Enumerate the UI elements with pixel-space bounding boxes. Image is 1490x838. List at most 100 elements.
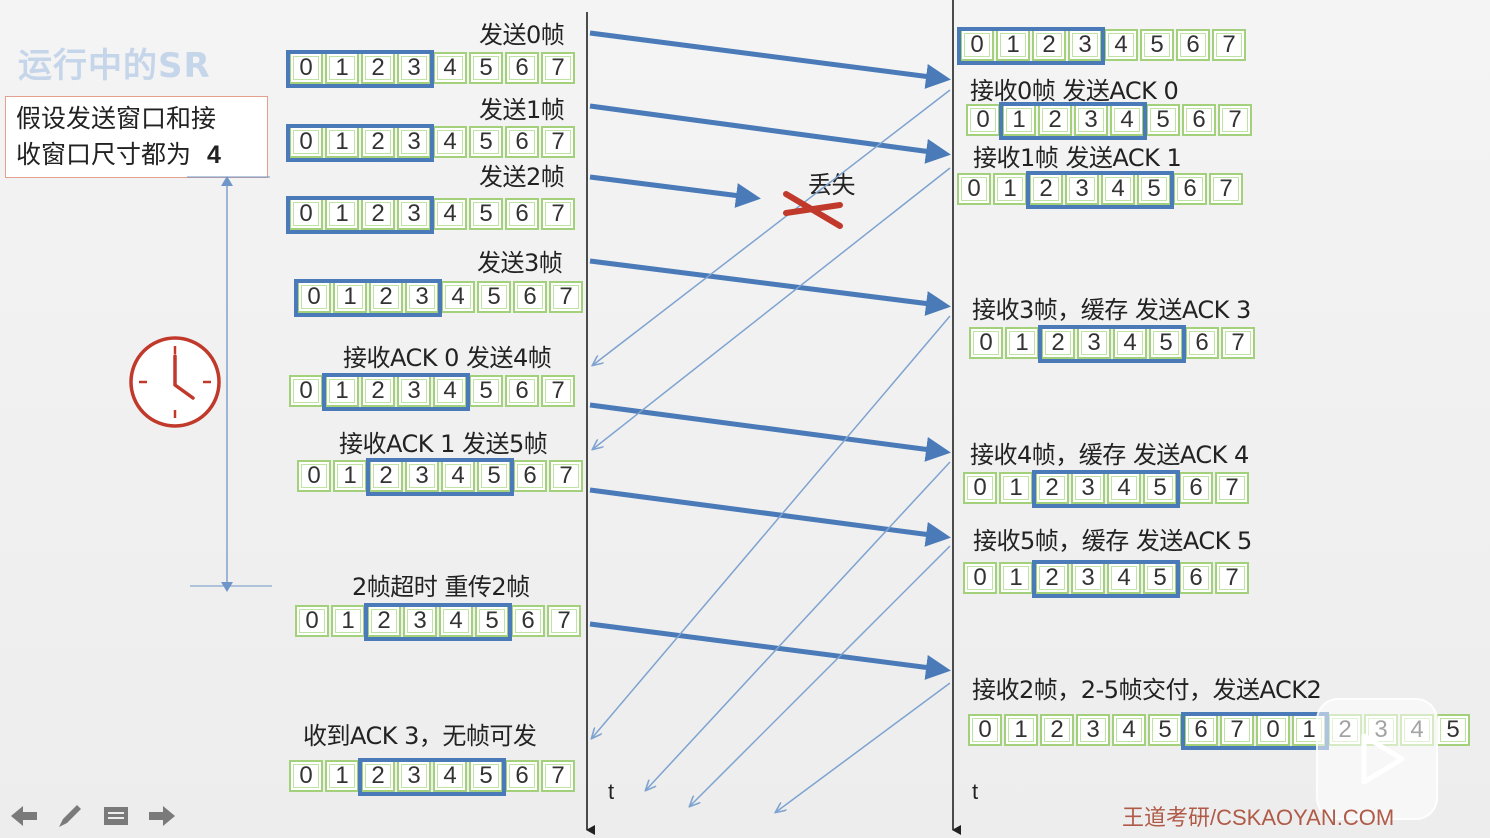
sequence-number-cell: 6 [1184, 714, 1218, 746]
sequence-number-cell: 5 [477, 460, 511, 492]
sequence-number-cell: 2 [1040, 714, 1074, 746]
sequence-number-cell: 2 [361, 375, 395, 407]
frame5-arrow [589, 487, 951, 547]
sequence-number-cell: 5 [1137, 173, 1171, 205]
play-overlay[interactable] [1316, 698, 1438, 820]
sequence-number-cell: 6 [1182, 104, 1216, 136]
sequence-number-cell: 7 [541, 198, 575, 230]
sequence-number-cell: 4 [1104, 29, 1138, 61]
receiver-time-axis-label: t [972, 779, 979, 804]
sequence-number-cell: 0 [963, 562, 997, 594]
sequence-number-cell: 6 [513, 460, 547, 492]
sequence-number-cell: 3 [1076, 714, 1110, 746]
lost-x-icon [783, 191, 843, 229]
loss-label: 丢失 [808, 171, 856, 199]
assumption-line1: 假设发送窗口和接 [16, 104, 217, 133]
sequence-number-cell: 6 [505, 198, 539, 230]
sequence-number-cell: 2 [367, 605, 401, 637]
sequence-number-cell: 6 [505, 126, 539, 158]
sequence-number-cell: 2 [361, 198, 395, 230]
sequence-number-cell: 1 [999, 562, 1033, 594]
slide-nav-toolbar [6, 800, 180, 832]
ack4-arrow [646, 461, 951, 790]
sender-label-5: 接收ACK 1 发送5帧 [339, 430, 548, 458]
pen-tool-button[interactable] [52, 800, 88, 832]
sequence-number-cell: 7 [541, 760, 575, 792]
sequence-number-cell: 2 [1029, 173, 1063, 205]
sequence-number-cell: 6 [1185, 327, 1219, 359]
sequence-number-cell: 4 [1107, 562, 1141, 594]
sequence-number-cell: 0 [960, 29, 994, 61]
sequence-number-cell: 0 [297, 281, 331, 313]
sequence-number-cell: 4 [433, 52, 467, 84]
sequence-number-cell: 0 [297, 460, 331, 492]
receiver-label-1: 接收1帧 发送ACK 1 [973, 144, 1182, 172]
sequence-number-cell: 7 [541, 52, 575, 84]
sequence-number-cell: 3 [405, 460, 439, 492]
sender-time-axis-label: t [608, 779, 615, 804]
next-slide-button[interactable] [144, 800, 180, 832]
frame2-retransmit-arrow [589, 621, 951, 680]
sender-label-7: 收到ACK 3，无帧可发 [303, 722, 537, 750]
sequence-number-cell: 0 [295, 605, 329, 637]
frame3-arrow [589, 258, 951, 316]
sequence-number-cell: 7 [1220, 714, 1254, 746]
sequence-number-cell: 0 [969, 327, 1003, 359]
prev-slide-button[interactable] [6, 800, 42, 832]
sequence-number-cell: 7 [1218, 104, 1252, 136]
sequence-number-cell: 5 [469, 375, 503, 407]
sequence-number-cell: 6 [505, 375, 539, 407]
sequence-number-cell: 3 [403, 605, 437, 637]
menu-icon [104, 807, 128, 825]
sequence-number-cell: 5 [1146, 104, 1180, 136]
slide-menu-button[interactable] [98, 800, 134, 832]
sequence-number-cell: 2 [361, 52, 395, 84]
sequence-number-cell: 1 [325, 375, 359, 407]
sequence-number-cell: 1 [1004, 714, 1038, 746]
receiver-label-5: 接收2帧，2-5帧交付，发送ACK2 [972, 676, 1322, 704]
sequence-number-cell: 4 [433, 198, 467, 230]
frame4-arrow [589, 402, 951, 462]
sequence-number-cell: 0 [957, 173, 991, 205]
next-arrow-icon [149, 806, 175, 826]
pen-icon [59, 805, 81, 827]
sequence-number-cell: 0 [966, 104, 1000, 136]
sequence-number-cell: 6 [1179, 562, 1213, 594]
sequence-number-cell: 3 [397, 52, 431, 84]
sequence-number-cell: 7 [547, 605, 581, 637]
sequence-number-cell: 5 [1140, 29, 1174, 61]
sender-label-0: 发送0帧 [479, 21, 565, 49]
timer-bottom-arrowhead [221, 582, 233, 592]
sequence-number-cell: 6 [505, 760, 539, 792]
sender-label-4: 接收ACK 0 发送4帧 [343, 344, 552, 372]
sequence-number-cell: 7 [1215, 472, 1249, 504]
sender-label-3: 发送3帧 [477, 249, 563, 277]
sequence-number-cell: 0 [289, 760, 323, 792]
ack2-arrow [776, 682, 951, 812]
watermark: 王道考研/CSKAOYAN.COM [1122, 805, 1395, 830]
receiver-label-0: 接收0帧 发送ACK 0 [970, 77, 1179, 105]
sequence-number-cell: 4 [441, 281, 475, 313]
frame0-arrow [589, 30, 951, 89]
sequence-number-cell: 4 [1112, 714, 1146, 746]
sender-label-6: 2帧超时 重传2帧 [352, 573, 530, 601]
sequence-number-cell: 1 [325, 198, 359, 230]
sequence-number-cell: 6 [1176, 29, 1210, 61]
frame2-arrow-lost [589, 174, 761, 208]
clock-icon [129, 336, 221, 428]
sequence-number-cell: 6 [1179, 472, 1213, 504]
sequence-number-cell: 1 [325, 126, 359, 158]
sequence-number-cell: 3 [1077, 327, 1111, 359]
ack5-arrow [690, 545, 951, 806]
sequence-number-cell: 7 [1209, 173, 1243, 205]
sequence-number-cell: 1 [333, 460, 367, 492]
sequence-number-cell: 2 [369, 281, 403, 313]
sequence-number-cell: 5 [1148, 714, 1182, 746]
